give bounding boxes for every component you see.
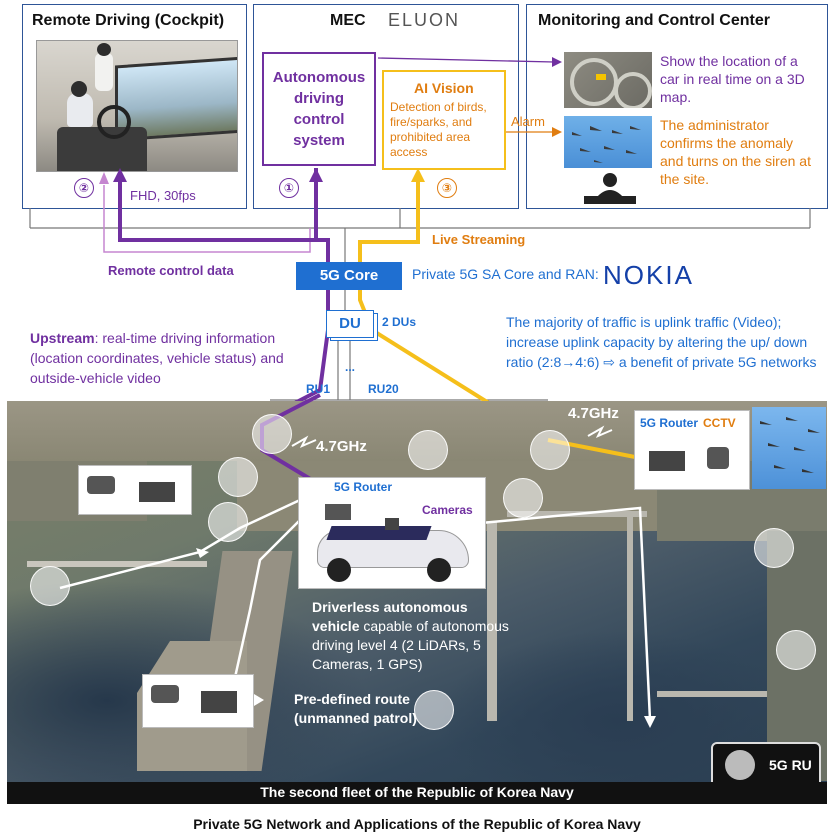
remote-control-label: Remote control data: [108, 263, 234, 278]
ru-icon: [503, 478, 543, 518]
ru-icon: [252, 414, 292, 454]
ru1-label: RU1: [306, 382, 331, 396]
upstream-bold: Upstream: [30, 330, 95, 346]
birds-thumbnail: [564, 116, 652, 168]
vehicle-router-label: 5G Router: [334, 480, 393, 494]
uplink-note: The majority of traffic is uplink traffi…: [506, 314, 817, 370]
route-description: Pre-defined route (unmanned patrol): [294, 691, 417, 726]
autonomous-control-label: Autonomous driving control system: [272, 69, 366, 149]
vehicle-description: Driverless autonomous vehicle capable of…: [312, 598, 512, 674]
ru-icon: [414, 690, 454, 730]
ai-vision-title: AI Vision: [414, 80, 474, 96]
legend-ru-icon: [725, 750, 755, 780]
cctv-label: CCTV: [703, 416, 736, 430]
ru-icon: [408, 430, 448, 470]
du-label: DU: [339, 315, 361, 332]
fhd-label: FHD, 30fps: [130, 188, 196, 203]
freq-left: 4.7GHz: [316, 438, 367, 455]
nokia-logo: NOKIA: [603, 260, 694, 290]
ru-icon: [30, 566, 70, 606]
5g-core-label: 5G Core: [319, 267, 379, 284]
ai-vision-desc: Detection of birds, fire/sparks, and pro…: [390, 100, 487, 159]
ru-icon: [218, 457, 258, 497]
autonomous-control-box: Autonomous driving control system: [262, 52, 376, 166]
vehicle-rest: capable of autonomous driving level 4 (2…: [312, 618, 509, 672]
circle-1: ①: [279, 178, 299, 198]
alarm-label: Alarm: [511, 114, 545, 129]
ru-icon: [208, 502, 248, 542]
fleet-banner: [7, 782, 827, 804]
freq-right: 4.7GHz: [568, 405, 619, 422]
ai-vision-box: AI Vision Detection of birds, fire/spark…: [382, 70, 506, 170]
legend-label: 5G RU: [769, 757, 812, 773]
private-core-label: Private 5G SA Core and RAN:: [412, 266, 599, 282]
monitor-text-1: Show the location of a car in real time …: [660, 53, 805, 105]
mec-title: MEC: [330, 12, 366, 29]
upstream-note: Upstream: real-time driving information …: [30, 328, 302, 388]
cctv-router-label: 5G Router: [640, 416, 699, 430]
fleet-banner-label: The second fleet of the Republic of Kore…: [260, 784, 574, 800]
left-camera-callout: [78, 465, 192, 515]
operator-icon: [584, 173, 636, 204]
circle-2: ②: [74, 178, 94, 198]
du-box: DU: [326, 310, 374, 338]
circle-3: ③: [437, 178, 457, 198]
cctv-callout: [634, 410, 750, 490]
vehicle-bold: Driverless autonomous vehicle: [312, 599, 468, 634]
monitor-text-2: The administrator confirms the anomaly a…: [660, 117, 811, 187]
cameras-label: Cameras: [422, 503, 473, 517]
figure-caption: Private 5G Network and Applications of t…: [193, 816, 641, 832]
ru-icon: [776, 630, 816, 670]
vehicle-callout: [298, 477, 486, 589]
upstream-rest: : real-time driving information (locatio…: [30, 330, 284, 386]
3d-map-thumbnail: [564, 52, 652, 108]
ru-dots: ...: [345, 360, 356, 374]
ru-icon: [530, 430, 570, 470]
eluon-logo: ELUON: [388, 10, 461, 30]
route-camera-callout: [142, 674, 254, 728]
5g-core-box: 5G Core: [296, 262, 402, 290]
monitor-title: Monitoring and Control Center: [538, 12, 770, 29]
two-dus-label: 2 DUs: [382, 315, 417, 329]
ru-icon: [754, 528, 794, 568]
cockpit-photo: [36, 40, 238, 172]
ru20-label: RU20: [368, 382, 399, 396]
live-streaming-label: Live Streaming: [432, 232, 526, 247]
cockpit-title: Remote Driving (Cockpit): [32, 12, 225, 29]
birds-photo: [752, 407, 826, 489]
